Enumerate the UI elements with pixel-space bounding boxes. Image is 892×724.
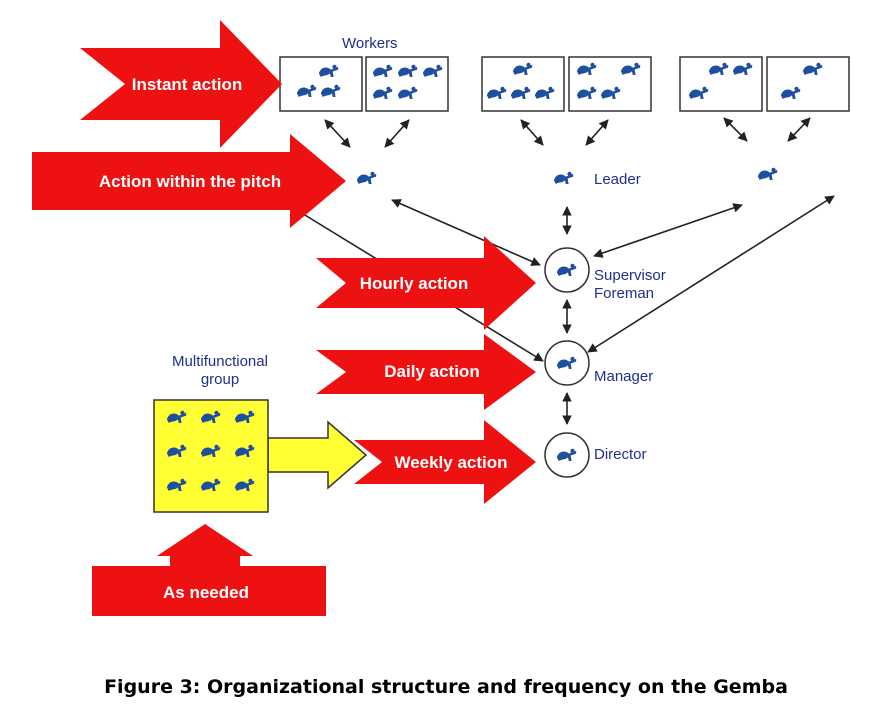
- group-pointer-arrow: [267, 420, 368, 490]
- leader-figure-icon: [757, 167, 778, 180]
- worker-team-boxes: [279, 56, 850, 112]
- as-needed-label: As needed: [163, 583, 249, 602]
- workers-label: Workers: [342, 35, 398, 52]
- figure-caption: Figure 3: Organizational structure and f…: [104, 676, 788, 698]
- weekly-action-label: Weekly action: [394, 453, 507, 472]
- daily-action-label: Daily action: [384, 362, 479, 381]
- hierarchy-nodes: [544, 247, 590, 478]
- daily-action-arrow: [316, 334, 536, 410]
- worker-team-box: [568, 56, 652, 112]
- instant-action-arrow: [80, 20, 282, 148]
- pitch-action-arrow: [32, 134, 346, 228]
- action-arrows: [32, 20, 536, 616]
- leader-figure-icon: [553, 171, 574, 184]
- connector-arrow: [391, 199, 541, 266]
- connector-arrow: [585, 119, 609, 146]
- worker-team-box: [279, 56, 363, 112]
- instant-action-label: Instant action: [132, 75, 243, 94]
- leader-figure-icon: [356, 171, 377, 184]
- weekly-action-arrow: [354, 420, 536, 504]
- connector-arrow: [593, 203, 743, 258]
- group-label-line2: group: [201, 371, 239, 388]
- supervisor-label: Supervisor: [594, 267, 666, 284]
- leader-label: Leader: [594, 171, 641, 188]
- hourly-action-arrow: [316, 236, 536, 330]
- worker-team-box: [481, 56, 565, 112]
- multifunctional-group: [153, 399, 368, 513]
- pitch-action-label: Action within the pitch: [99, 172, 281, 191]
- connector-arrow: [723, 117, 748, 142]
- director-label: Director: [594, 446, 647, 463]
- group-label-line1: Multifunctional: [172, 353, 268, 370]
- hourly-action-label: Hourly action: [360, 274, 469, 293]
- connector-arrow: [787, 117, 811, 142]
- connector-arrow: [324, 119, 351, 148]
- worker-team-box: [766, 56, 850, 112]
- worker-team-box: [365, 56, 449, 112]
- manager-label: Manager: [594, 368, 653, 385]
- foreman-label: Foreman: [594, 285, 654, 302]
- as-needed-arrow: [92, 524, 326, 616]
- connector-arrow: [384, 119, 410, 148]
- connector-arrow: [520, 119, 544, 146]
- connector-arrow: [587, 195, 835, 353]
